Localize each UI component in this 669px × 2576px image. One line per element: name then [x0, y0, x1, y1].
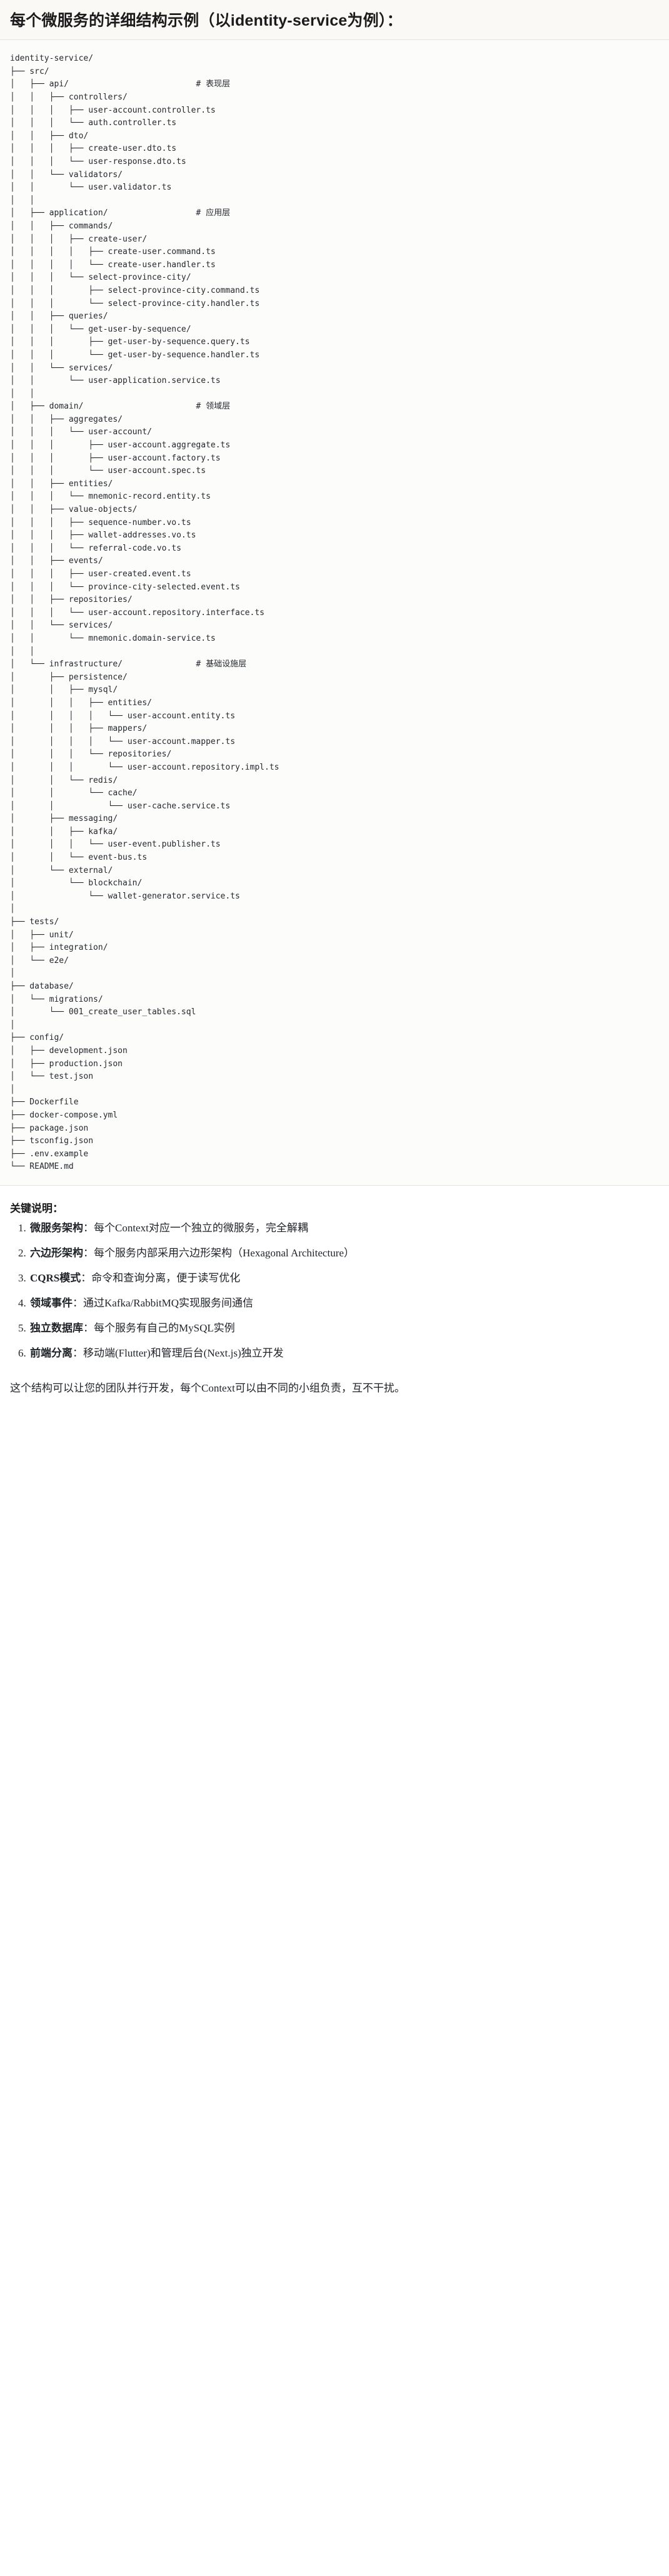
key-point-term: 微服务架构: [30, 1221, 83, 1234]
closing-paragraph: 这个结构可以让您的团队并行开发，每个Context可以由不同的小组负责，互不干扰…: [10, 1382, 405, 1395]
key-point-term: CQRS模式: [30, 1272, 81, 1285]
key-points-title: 关键说明：: [0, 1185, 669, 1218]
key-point-term: 六边形架构: [30, 1247, 83, 1259]
key-points-list: 微服务架构：每个Context对应一个独立的微服务，完全解耦六边形架构：每个服务…: [0, 1218, 669, 1376]
key-point-term: 前端分离: [30, 1347, 73, 1360]
key-point-item: 前端分离：移动端(Flutter)和管理后台(Next.js)独立开发: [29, 1347, 659, 1360]
key-point-term: 独立数据库: [30, 1322, 83, 1335]
key-point-item: 独立数据库：每个服务有自己的MySQL实例: [29, 1321, 659, 1335]
key-point-item: CQRS模式：命令和查询分离，便于读写优化: [29, 1271, 659, 1285]
key-point-item: 六边形架构：每个服务内部采用六边形架构（Hexagonal Architectu…: [29, 1246, 659, 1260]
page-title: 每个微服务的详细结构示例（以identity-service为例）：: [0, 0, 669, 41]
key-point-desc: ：每个服务有自己的MySQL实例: [83, 1322, 235, 1335]
key-point-desc: ：每个Context对应一个独立的微服务，完全解耦: [83, 1221, 308, 1234]
key-point-term: 领域事件: [30, 1297, 73, 1310]
directory-tree: identity-service/ ├── src/ │ ├── api/ # …: [10, 54, 279, 1172]
key-point-desc: ：命令和查询分离，便于读写优化: [81, 1272, 241, 1285]
section-divider: [0, 1184, 669, 1186]
key-point-item: 微服务架构：每个Context对应一个独立的微服务，完全解耦: [29, 1221, 659, 1235]
key-point-desc: ：每个服务内部采用六边形架构（Hexagonal Architecture）: [83, 1247, 355, 1259]
key-point-desc: ：移动端(Flutter)和管理后台(Next.js)独立开发: [73, 1347, 284, 1360]
key-point-desc: ：通过Kafka/RabbitMQ实现服务间通信: [73, 1297, 253, 1310]
key-point-item: 领域事件：通过Kafka/RabbitMQ实现服务间通信: [29, 1296, 659, 1310]
directory-tree-block: identity-service/ ├── src/ │ ├── api/ # …: [0, 40, 669, 1185]
